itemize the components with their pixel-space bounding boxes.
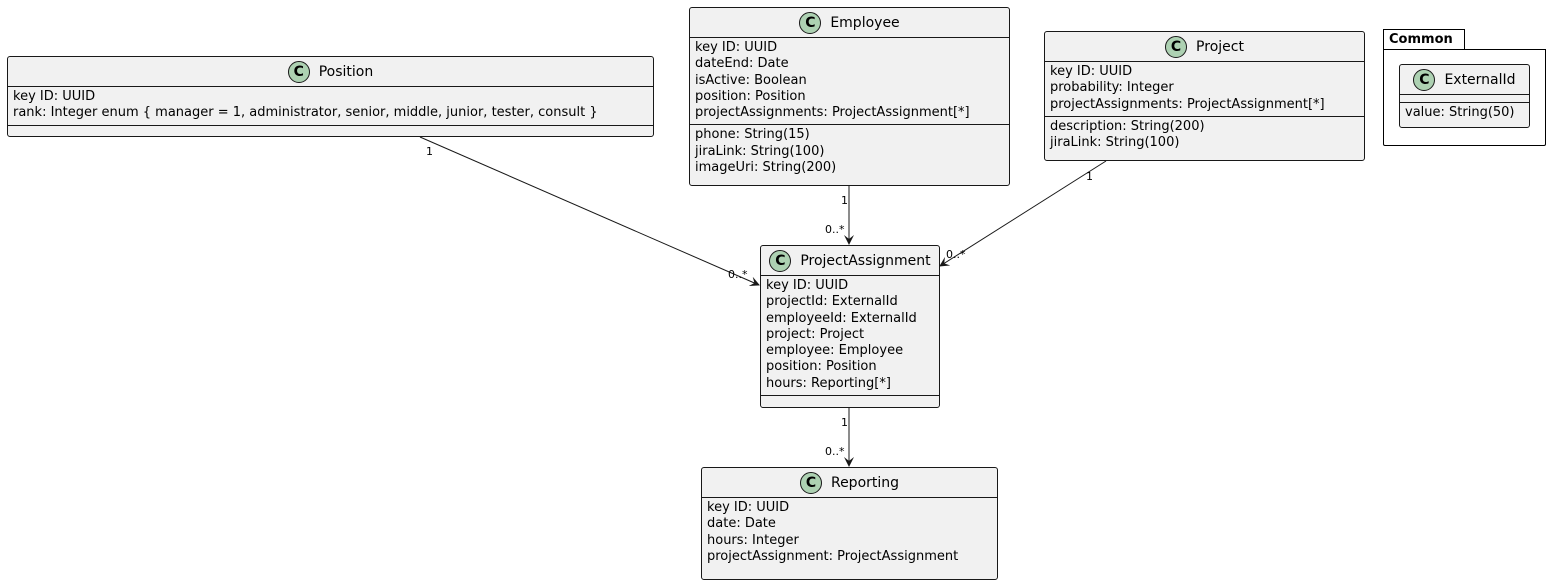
attribute: value: String(50) [1405,105,1515,120]
attribute: position: Position [695,88,806,104]
attribute-list: key ID: UUID dateEnd: Date isActive: Boo… [690,38,1009,126]
class-stereotype-icon: C [287,60,310,83]
method-list [8,126,653,133]
attribute: probability: Integer [1050,80,1174,96]
attribute: isActive: Boolean [695,72,807,88]
class-reporting[interactable]: C Reporting key ID: UUID date: Date hour… [701,467,998,580]
attribute-list-empty [1400,95,1529,103]
attribute: date: Date [707,516,776,532]
attribute-list-secondary: description: String(200) jiraLink: Strin… [1045,117,1364,155]
multiplicity-position-target: 0..* [728,268,748,281]
class-name: Project [1196,38,1244,55]
attribute: projectAssignments: ProjectAssignment[*] [1050,96,1325,112]
multiplicity-employee-target: 0..* [825,223,845,236]
class-header: C Project [1045,32,1364,62]
class-name: Employee [830,14,900,31]
multiplicity-employee-source: 1 [841,194,848,207]
class-name: ProjectAssignment [800,252,931,269]
attribute: phone: String(15) [695,127,810,143]
attribute-list: key ID: UUID projectId: ExternalId emplo… [761,276,939,397]
attribute: employee: Employee [766,343,904,359]
multiplicity-project-source: 1 [1086,170,1093,183]
edge-position-to-projectassignment [419,136,760,286]
class-stereotype-icon: C [1413,68,1436,91]
attribute: rank: Integer enum { manager = 1, admini… [13,105,598,121]
class-employee[interactable]: C Employee key ID: UUID dateEnd: Date is… [689,7,1010,186]
attribute: position: Position [766,359,877,375]
multiplicity-project-target: 0..* [946,248,966,261]
attribute: hours: Reporting[*] [766,375,891,391]
attribute: key ID: UUID [1050,64,1133,79]
package-tab: Common [1383,29,1465,50]
attribute: imageUri: String(200) [695,160,837,176]
attribute-list: key ID: UUID rank: Integer enum { manage… [8,87,653,126]
attribute: key ID: UUID [13,89,96,104]
attribute: jiraLink: String(100) [1050,135,1180,151]
class-header: C ExternalId [1400,65,1529,95]
multiplicity-reporting-source: 1 [841,416,848,429]
attribute: employeeId: ExternalId [766,310,917,326]
class-name: Reporting [830,474,900,491]
attribute: projectAssignment: ProjectAssignment [707,548,959,564]
class-header: C ProjectAssignment [761,246,939,276]
attribute: projectAssignments: ProjectAssignment[*] [695,105,970,121]
class-externalid[interactable]: C ExternalId value: String(50) [1399,64,1530,128]
class-header: C Position [8,57,653,87]
attribute: hours: Integer [707,532,799,548]
class-stereotype-icon: C [799,11,822,34]
class-stereotype-icon: C [769,249,792,272]
method-list [761,396,939,403]
package-common[interactable] [1383,49,1546,146]
attribute-list: key ID: UUID date: Date hours: Integer p… [702,498,997,568]
attribute-list: key ID: UUID probability: Integer projec… [1045,62,1364,117]
attribute: jiraLink: String(100) [695,143,825,159]
class-position[interactable]: C Position key ID: UUID rank: Integer en… [7,56,654,137]
attribute: key ID: UUID [695,40,778,55]
multiplicity-reporting-target: 0..* [825,445,845,458]
attribute-list-secondary: phone: String(15) jiraLink: String(100) … [690,125,1009,179]
class-header: C Employee [690,8,1009,38]
attribute: dateEnd: Date [695,56,789,72]
multiplicity-position-source: 1 [426,145,433,158]
attribute: key ID: UUID [707,500,790,515]
class-project[interactable]: C Project key ID: UUID probability: Inte… [1044,31,1365,161]
edge-project-to-projectassignment [939,160,1107,267]
attribute: project: Project [766,326,865,342]
class-name: Position [318,63,374,80]
attribute: description: String(200) [1050,118,1205,134]
class-stereotype-icon: C [799,471,822,494]
attribute: projectId: ExternalId [766,294,898,310]
method-list: value: String(50) [1400,103,1529,124]
class-header: C Reporting [702,468,997,498]
class-projectassignment[interactable]: C ProjectAssignment key ID: UUID project… [760,245,940,408]
attribute: key ID: UUID [766,278,849,293]
class-name: ExternalId [1444,71,1516,88]
class-stereotype-icon: C [1165,35,1188,58]
